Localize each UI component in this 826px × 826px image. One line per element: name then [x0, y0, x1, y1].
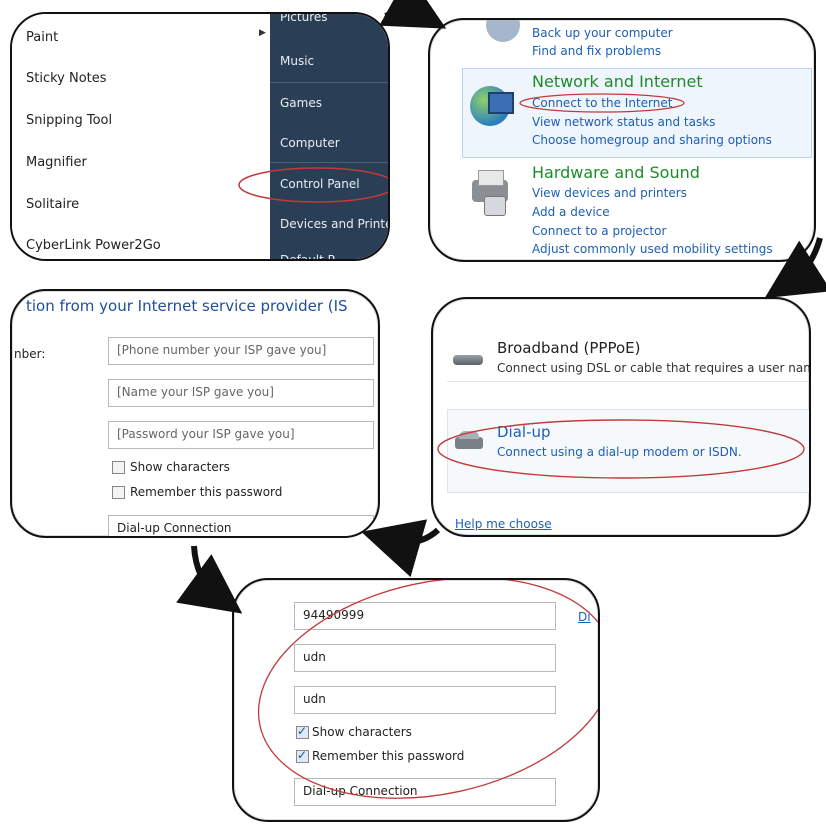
isp-form-panel: tion from your Internet service provider…: [10, 289, 380, 538]
menu-item-solitaire[interactable]: Solitaire: [26, 197, 80, 212]
hardware-sound-heading[interactable]: Hardware and Sound: [532, 163, 700, 182]
link-backup[interactable]: Back up your computer: [532, 26, 673, 40]
menu-item-control-panel[interactable]: Control Panel: [280, 177, 360, 191]
remember-password-checkbox[interactable]: [112, 486, 125, 499]
show-characters-label: Show characters: [130, 460, 230, 474]
dialup-option-title[interactable]: Dial-up: [497, 423, 551, 441]
broadband-option-desc: Connect using DSL or cable that requires…: [497, 361, 811, 375]
remember-password-label: Remember this password: [130, 485, 283, 499]
password-field[interactable]: [Password your ISP gave you]: [108, 421, 374, 449]
menu-item-music[interactable]: Music: [280, 54, 315, 68]
menu-divider: [270, 82, 388, 83]
link-connect-internet[interactable]: Connect to the Internet: [532, 96, 673, 110]
system-security-icon: [486, 20, 520, 42]
menu-item-snipping-tool[interactable]: Snipping Tool: [26, 113, 113, 128]
show-characters-label: Show characters: [312, 725, 412, 739]
link-devices-printers[interactable]: View devices and printers: [532, 186, 687, 200]
menu-item-magnifier[interactable]: Magnifier: [26, 155, 87, 170]
arrow-step-4-to-3: [361, 519, 441, 578]
remember-password-label: Remember this password: [312, 749, 465, 763]
connection-name-field[interactable]: Dial-up Connection: [294, 778, 556, 806]
start-menu-programs: Paint ▶ Sticky Notes Snipping Tool Magni…: [12, 14, 270, 259]
password-field-filled[interactable]: udn: [294, 686, 556, 714]
connection-type-panel: Broadband (PPPoE) Connect using DSL or c…: [431, 297, 811, 537]
menu-item-cyberlink[interactable]: CyberLink Power2Go: [26, 238, 161, 253]
menu-item-paint[interactable]: Paint: [26, 30, 59, 45]
link-projector[interactable]: Connect to a projector: [532, 224, 667, 238]
dialing-rules-link[interactable]: Di: [578, 610, 591, 624]
control-panel-window: Back up your computer Find and fix probl…: [428, 18, 816, 262]
menu-item-sticky-notes[interactable]: Sticky Notes: [26, 71, 107, 86]
phone-number-label: nber:: [14, 347, 46, 361]
username-field-filled[interactable]: udn: [294, 644, 556, 672]
menu-item-pictures[interactable]: Pictures: [280, 12, 328, 24]
show-characters-checkbox[interactable]: [112, 461, 125, 474]
link-network-status[interactable]: View network status and tasks: [532, 115, 716, 129]
network-globe-icon: [470, 82, 516, 128]
option-divider: [447, 381, 809, 382]
remember-password-checkbox-checked[interactable]: ✓: [296, 748, 309, 763]
isp-form-heading: tion from your Internet service provider…: [26, 297, 348, 315]
link-homegroup[interactable]: Choose homegroup and sharing options: [532, 133, 772, 147]
broadband-option-title[interactable]: Broadband (PPPoE): [497, 339, 641, 357]
arrow-step-1-to-2: [379, 0, 447, 29]
dialup-option-ellipse: [437, 419, 805, 479]
menu-item-devices-printers[interactable]: Devices and Printe: [280, 217, 390, 231]
connect-internet-ellipse: [519, 93, 685, 113]
connection-name-field[interactable]: Dial-up Connection: [108, 515, 374, 536]
control-panel-highlight-ellipse: [238, 167, 388, 203]
checkmark-icon: ✓: [297, 748, 308, 762]
link-find-fix[interactable]: Find and fix problems: [532, 44, 662, 58]
filled-fields-ellipse: [257, 580, 598, 799]
menu-item-computer[interactable]: Computer: [280, 136, 340, 150]
dialup-phone-icon: [455, 431, 483, 449]
dialup-option-highlight: [447, 409, 809, 493]
filled-form-panel: 94490999 Di udn udn ✓ Show characters ✓ …: [232, 578, 600, 822]
dialup-option-desc: Connect using a dial-up modem or ISDN.: [497, 445, 742, 459]
menu-item-games[interactable]: Games: [280, 96, 322, 110]
link-mobility-settings[interactable]: Adjust commonly used mobility settings: [532, 242, 773, 256]
checkmark-icon: ✓: [297, 724, 308, 738]
menu-divider: [270, 162, 388, 163]
show-characters-checkbox-checked[interactable]: ✓: [296, 724, 309, 739]
help-me-choose-link[interactable]: Help me choose: [455, 517, 552, 531]
submenu-arrow-icon: ▶: [259, 28, 266, 38]
menu-item-default-programs[interactable]: Default P: [280, 253, 335, 261]
arrow-step-3-to-5: [176, 545, 243, 614]
network-category-highlight: [462, 68, 812, 158]
phone-number-field[interactable]: [Phone number your ISP gave you]: [108, 337, 374, 365]
phone-number-field-filled[interactable]: 94490999: [294, 602, 556, 630]
link-add-device[interactable]: Add a device: [532, 205, 610, 219]
broadband-modem-icon: [453, 355, 483, 365]
network-internet-heading[interactable]: Network and Internet: [532, 72, 703, 91]
start-menu-places: Pictures Music Games Computer Control Pa…: [270, 14, 388, 259]
printer-icon: [470, 170, 510, 216]
username-field[interactable]: [Name your ISP gave you]: [108, 379, 374, 407]
start-menu-panel: Paint ▶ Sticky Notes Snipping Tool Magni…: [10, 12, 390, 261]
